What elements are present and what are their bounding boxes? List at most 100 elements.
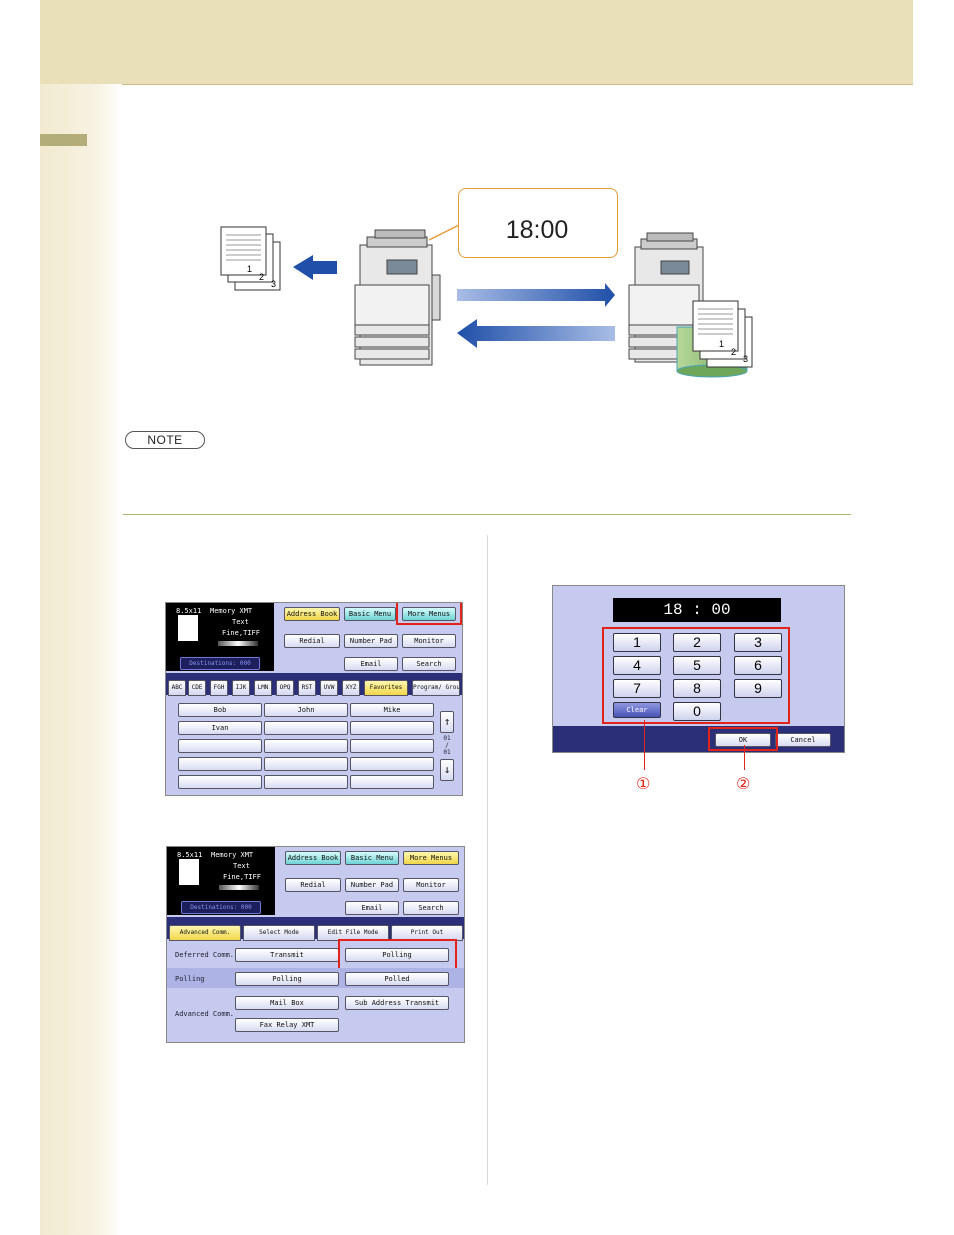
original-mode: Text [233, 862, 250, 870]
index-tab-fgh[interactable]: FGH [210, 680, 228, 696]
time-display: 18 : 00 [613, 598, 781, 622]
basic-menu-button[interactable]: Basic Menu [344, 607, 396, 621]
empty-entry[interactable] [264, 757, 348, 771]
deferred-transmit-button[interactable]: Transmit [235, 948, 339, 962]
section-divider [123, 514, 851, 515]
key-3[interactable]: 3 [734, 633, 782, 652]
callout-number-1: ① [636, 774, 651, 793]
redial-button[interactable]: Redial [285, 878, 341, 892]
more-menus-button[interactable]: More Menus [402, 607, 456, 621]
index-tab-xyz[interactable]: XYZ [342, 680, 360, 696]
original-mode: Text [232, 618, 249, 626]
status-area: 8.5x11 Memory XMT Text Fine,TIFF Destina… [167, 847, 275, 915]
key-7[interactable]: 7 [613, 679, 661, 698]
index-tab-favorites[interactable]: Favorites [364, 680, 408, 696]
key-1[interactable]: 1 [613, 633, 661, 652]
key-6[interactable]: 6 [734, 656, 782, 675]
output-arrow-icon [293, 255, 337, 280]
time-callout-bubble [458, 188, 618, 258]
mail-box-button[interactable]: Mail Box [235, 996, 339, 1010]
monitor-button[interactable]: Monitor [402, 634, 456, 648]
highlight-deferred-polling [338, 939, 457, 970]
row-label-advanced-comm: Advanced Comm. [175, 1010, 235, 1018]
empty-entry[interactable] [264, 721, 348, 735]
memory-mode: Memory XMT [211, 851, 254, 859]
memory-mode: Memory XMT [210, 607, 253, 615]
empty-entry[interactable] [178, 739, 262, 753]
empty-entry[interactable] [264, 775, 348, 789]
deferred-polling-button[interactable]: Polling [345, 948, 449, 962]
cancel-button[interactable]: Cancel [775, 733, 831, 747]
address-entry[interactable]: Mike [350, 703, 434, 717]
empty-entry[interactable] [178, 757, 262, 771]
page-number: 2 [731, 347, 737, 357]
empty-entry[interactable] [350, 775, 434, 789]
column-divider [487, 535, 488, 1185]
time-callout-text: 18:00 [505, 216, 569, 244]
key-5[interactable]: 5 [673, 656, 721, 675]
polling-illustration [220, 224, 753, 378]
sub-address-transmit-button[interactable]: Sub Address Transmit [345, 996, 449, 1010]
document-preview-icon [179, 859, 199, 885]
search-button[interactable]: Search [403, 901, 459, 915]
row-label-deferred-comm: Deferred Comm. [175, 951, 235, 959]
empty-entry[interactable] [350, 739, 434, 753]
empty-entry[interactable] [350, 757, 434, 771]
note-badge: NOTE [125, 431, 205, 449]
email-button[interactable]: Email [345, 901, 399, 915]
address-book-button[interactable]: Address Book [285, 851, 341, 865]
destinations-button[interactable]: Destinations: 000 [181, 901, 261, 914]
number-pad-button[interactable]: Number Pad [345, 878, 399, 892]
empty-entry[interactable] [178, 775, 262, 789]
index-tab-abc[interactable]: ABC [168, 680, 186, 696]
paper-size: 8.5x11 [177, 851, 203, 859]
highlight-ok [708, 727, 778, 751]
index-tab-ijk[interactable]: IJK [232, 680, 250, 696]
index-tab-lmn[interactable]: LMN [254, 680, 272, 696]
ok-button[interactable]: OK [715, 733, 771, 747]
index-tab-opq[interactable]: OPQ [276, 680, 294, 696]
more-menus-button[interactable]: More Menus [403, 851, 459, 865]
number-pad-button[interactable]: Number Pad [344, 634, 398, 648]
contrast-slider[interactable] [219, 885, 259, 890]
clear-button[interactable]: Clear [613, 702, 661, 718]
tab-select-mode[interactable]: Select Mode [243, 925, 315, 941]
index-tab-program-group[interactable]: Program/ Group [412, 680, 460, 696]
monitor-button[interactable]: Monitor [403, 878, 459, 892]
key-9[interactable]: 9 [734, 679, 782, 698]
tab-advanced-comm[interactable]: Advanced Comm. [169, 925, 241, 941]
index-tab-cde[interactable]: CDE [188, 680, 206, 696]
index-tab-uvw[interactable]: UVW [320, 680, 338, 696]
scroll-up-arrow-icon[interactable]: ↑ [440, 711, 454, 733]
address-entry[interactable]: John [264, 703, 348, 717]
section-tab-marker [40, 134, 87, 146]
index-tab-rst[interactable]: RST [298, 680, 316, 696]
email-button[interactable]: Email [344, 657, 398, 671]
time-entry-screen: 18 : 00 1 2 3 4 5 6 7 8 9 Clear 0 OK Can… [552, 585, 845, 753]
callout-number-2: ② [736, 774, 751, 793]
page-number: 3 [743, 354, 749, 364]
fax-relay-xmt-button[interactable]: Fax Relay XMT [235, 1018, 339, 1032]
key-4[interactable]: 4 [613, 656, 661, 675]
empty-entry[interactable] [264, 739, 348, 753]
search-button[interactable]: Search [402, 657, 456, 671]
contrast-slider[interactable] [218, 641, 258, 646]
basic-menu-button[interactable]: Basic Menu [345, 851, 399, 865]
polling-button[interactable]: Polling [235, 972, 339, 986]
paper-size: 8.5x11 [176, 607, 202, 615]
address-entry[interactable]: Bob [178, 703, 262, 717]
page-number: 3 [271, 279, 277, 289]
destinations-button[interactable]: Destinations: 000 [180, 657, 260, 670]
empty-entry[interactable] [350, 721, 434, 735]
address-book-button[interactable]: Address Book [284, 607, 340, 621]
side-band [40, 84, 122, 1235]
key-8[interactable]: 8 [673, 679, 721, 698]
key-2[interactable]: 2 [673, 633, 721, 652]
polled-button[interactable]: Polled [345, 972, 449, 986]
scroll-down-arrow-icon[interactable]: ↓ [440, 759, 454, 781]
key-0[interactable]: 0 [673, 702, 721, 721]
redial-button[interactable]: Redial [284, 634, 340, 648]
status-area: 8.5x11 Memory XMT Text Fine,TIFF Destina… [166, 603, 274, 671]
address-entry[interactable]: Ivan [178, 721, 262, 735]
header-band [40, 0, 913, 85]
